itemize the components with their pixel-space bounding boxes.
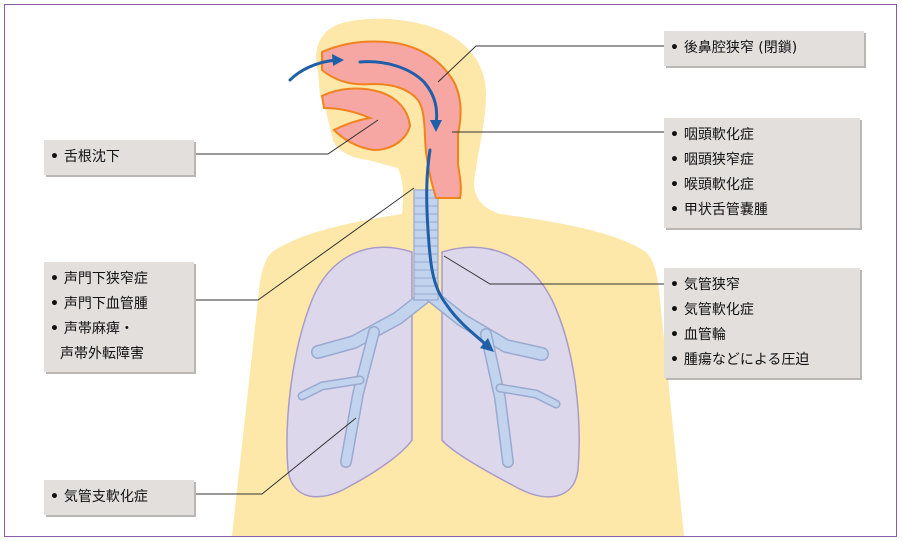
label-subglottic: 声門下狭窄症 声門下血管腫 声帯麻痺・ 声帯外転障害 [44,262,194,372]
label-item: 声帯麻痺・ [50,317,185,342]
label-pharynx-larynx: 咽頭軟化症 咽頭狭窄症 喉頭軟化症 甲状舌管嚢腫 [664,118,860,228]
label-item: 後鼻腔狭窄 (閉鎖) [670,36,855,61]
label-item: 甲状舌管嚢腫 [670,198,851,223]
label-item: 舌根沈下 [50,145,185,170]
label-nasal-stenosis: 後鼻腔狭窄 (閉鎖) [664,31,864,66]
label-item: 気管支軟化症 [50,485,185,510]
label-item: 声門下血管腫 [50,292,185,317]
label-item: 気管狭窄 [670,273,851,298]
label-item: 血管輪 [670,323,851,348]
label-bronchomalacia: 気管支軟化症 [44,480,194,515]
label-glossoptosis: 舌根沈下 [44,140,194,175]
label-item-continued: 声帯外転障害 [50,342,185,367]
label-item: 喉頭軟化症 [670,173,851,198]
label-item: 気管軟化症 [670,298,851,323]
label-item: 咽頭軟化症 [670,123,851,148]
label-trachea: 気管狭窄 気管軟化症 血管輪 腫瘍などによる圧迫 [664,268,860,378]
label-item: 腫瘍などによる圧迫 [670,348,851,373]
label-item: 咽頭狭窄症 [670,148,851,173]
label-item: 声門下狭窄症 [50,267,185,292]
